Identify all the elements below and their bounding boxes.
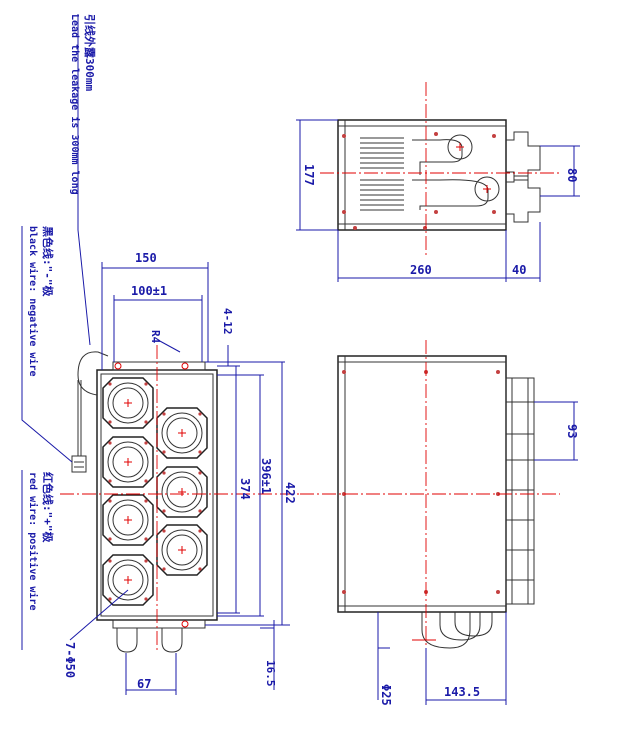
side-view-dimension-lines	[377, 401, 578, 705]
mount-hole-bottom-right	[181, 620, 189, 628]
vent-bolt-dots	[108, 382, 202, 601]
top-mounting-flange	[112, 361, 206, 371]
top-view-dimension-lines	[296, 119, 580, 282]
note-lead-cn: 引线外露300mm	[83, 14, 97, 91]
mount-hole-top-right	[181, 362, 189, 370]
note-red-cn: 红色线:"+"极	[41, 472, 55, 543]
top-view-body	[337, 119, 507, 231]
louver-slots	[360, 137, 404, 211]
outlet-pipe-right	[161, 628, 183, 653]
vent-left-1	[102, 377, 154, 429]
side-view	[300, 340, 560, 655]
wire-connector	[71, 455, 87, 473]
vent-left-2	[102, 436, 154, 488]
mount-hole-top-left	[114, 362, 122, 370]
hose-upper	[412, 139, 463, 175]
dim-100: 100±1	[131, 284, 167, 298]
dim-374: 374	[238, 478, 252, 500]
bottom-mounting-flange	[112, 619, 206, 629]
vent-left-3	[102, 494, 154, 546]
bottom-pipe-2	[439, 612, 481, 641]
dim-150: 150	[135, 251, 157, 265]
bottom-pipe-3	[454, 612, 493, 637]
outlet-pipe-left	[116, 628, 138, 653]
note-leader-lines	[21, 14, 91, 650]
dim-40: 40	[512, 263, 526, 277]
vent-center-marks	[124, 399, 186, 584]
dim-r4: R4	[149, 330, 162, 344]
side-outlet-segments	[506, 378, 534, 604]
dim-177: 177	[302, 164, 316, 186]
dim-4-12: 4-12	[221, 308, 234, 335]
dim-phi25: Φ25	[379, 684, 393, 706]
dim-16-5: 16.5	[264, 660, 277, 687]
dim-67: 67	[137, 677, 151, 691]
lead-wire-loop	[77, 351, 109, 396]
top-view	[320, 82, 560, 256]
dim-143-5: 143.5	[444, 685, 480, 699]
vent-left-4	[102, 554, 154, 606]
dim-phi50: 7-Φ50	[63, 642, 77, 678]
dim-422: 422	[283, 482, 297, 504]
front-view	[60, 345, 300, 653]
side-view-dots	[342, 370, 500, 594]
bottom-pipe-1	[421, 612, 471, 649]
front-view-dimension-lines	[69, 262, 290, 695]
note-red-en: red wire: positive wire	[27, 472, 39, 610]
note-black-en: black wire: negative wire	[27, 226, 39, 377]
dim-396: 396±1	[259, 458, 273, 494]
note-black-cn: 黑色线:"-"极	[41, 226, 55, 297]
top-view-dots	[342, 132, 496, 230]
dim-80: 80	[565, 168, 579, 182]
outlet-stub-lower	[506, 175, 541, 223]
fitting-upper	[447, 134, 473, 160]
side-view-body	[337, 355, 507, 613]
hose-lower	[412, 179, 489, 210]
note-lead-en: Lead the leakage is 300mm long	[69, 14, 81, 195]
dim-260: 260	[410, 263, 432, 277]
side-outlets-strip	[505, 377, 535, 605]
fitting-lower	[474, 176, 500, 202]
dim-93: 93	[565, 424, 579, 438]
